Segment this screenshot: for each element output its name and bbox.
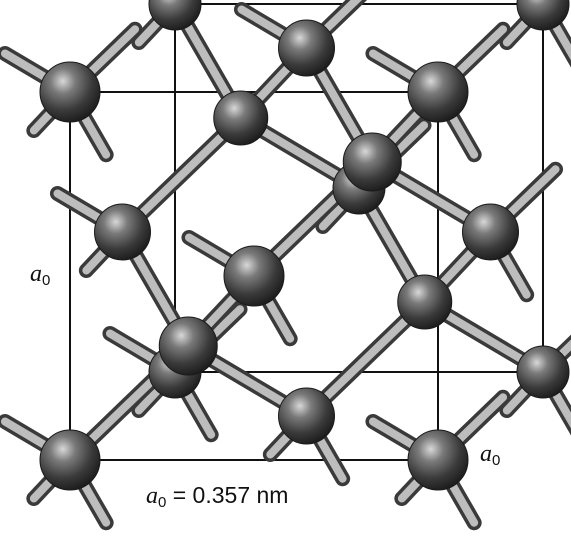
lattice-constant-value-label: a0 = 0.357 nm: [146, 482, 289, 511]
carbon-atom: [397, 274, 453, 330]
carbon-atom: [407, 61, 469, 123]
carbon-atom: [158, 316, 218, 376]
lattice-constant-label-left: a0: [30, 261, 51, 289]
carbon-atom: [278, 387, 335, 445]
carbon-atom: [516, 0, 570, 31]
carbon-atom: [223, 245, 285, 307]
atoms: [39, 0, 570, 491]
carbon-atom: [39, 429, 101, 491]
carbon-atom: [462, 203, 519, 261]
lattice-constant-label-right: a0: [480, 441, 501, 469]
carbon-atom: [278, 19, 335, 77]
carbon-atom: [342, 132, 402, 192]
carbon-atom: [148, 0, 202, 31]
carbon-atom: [94, 203, 151, 261]
carbon-atom: [407, 429, 469, 491]
carbon-atom: [213, 90, 269, 146]
carbon-atom: [516, 345, 570, 399]
carbon-atom: [39, 61, 101, 123]
